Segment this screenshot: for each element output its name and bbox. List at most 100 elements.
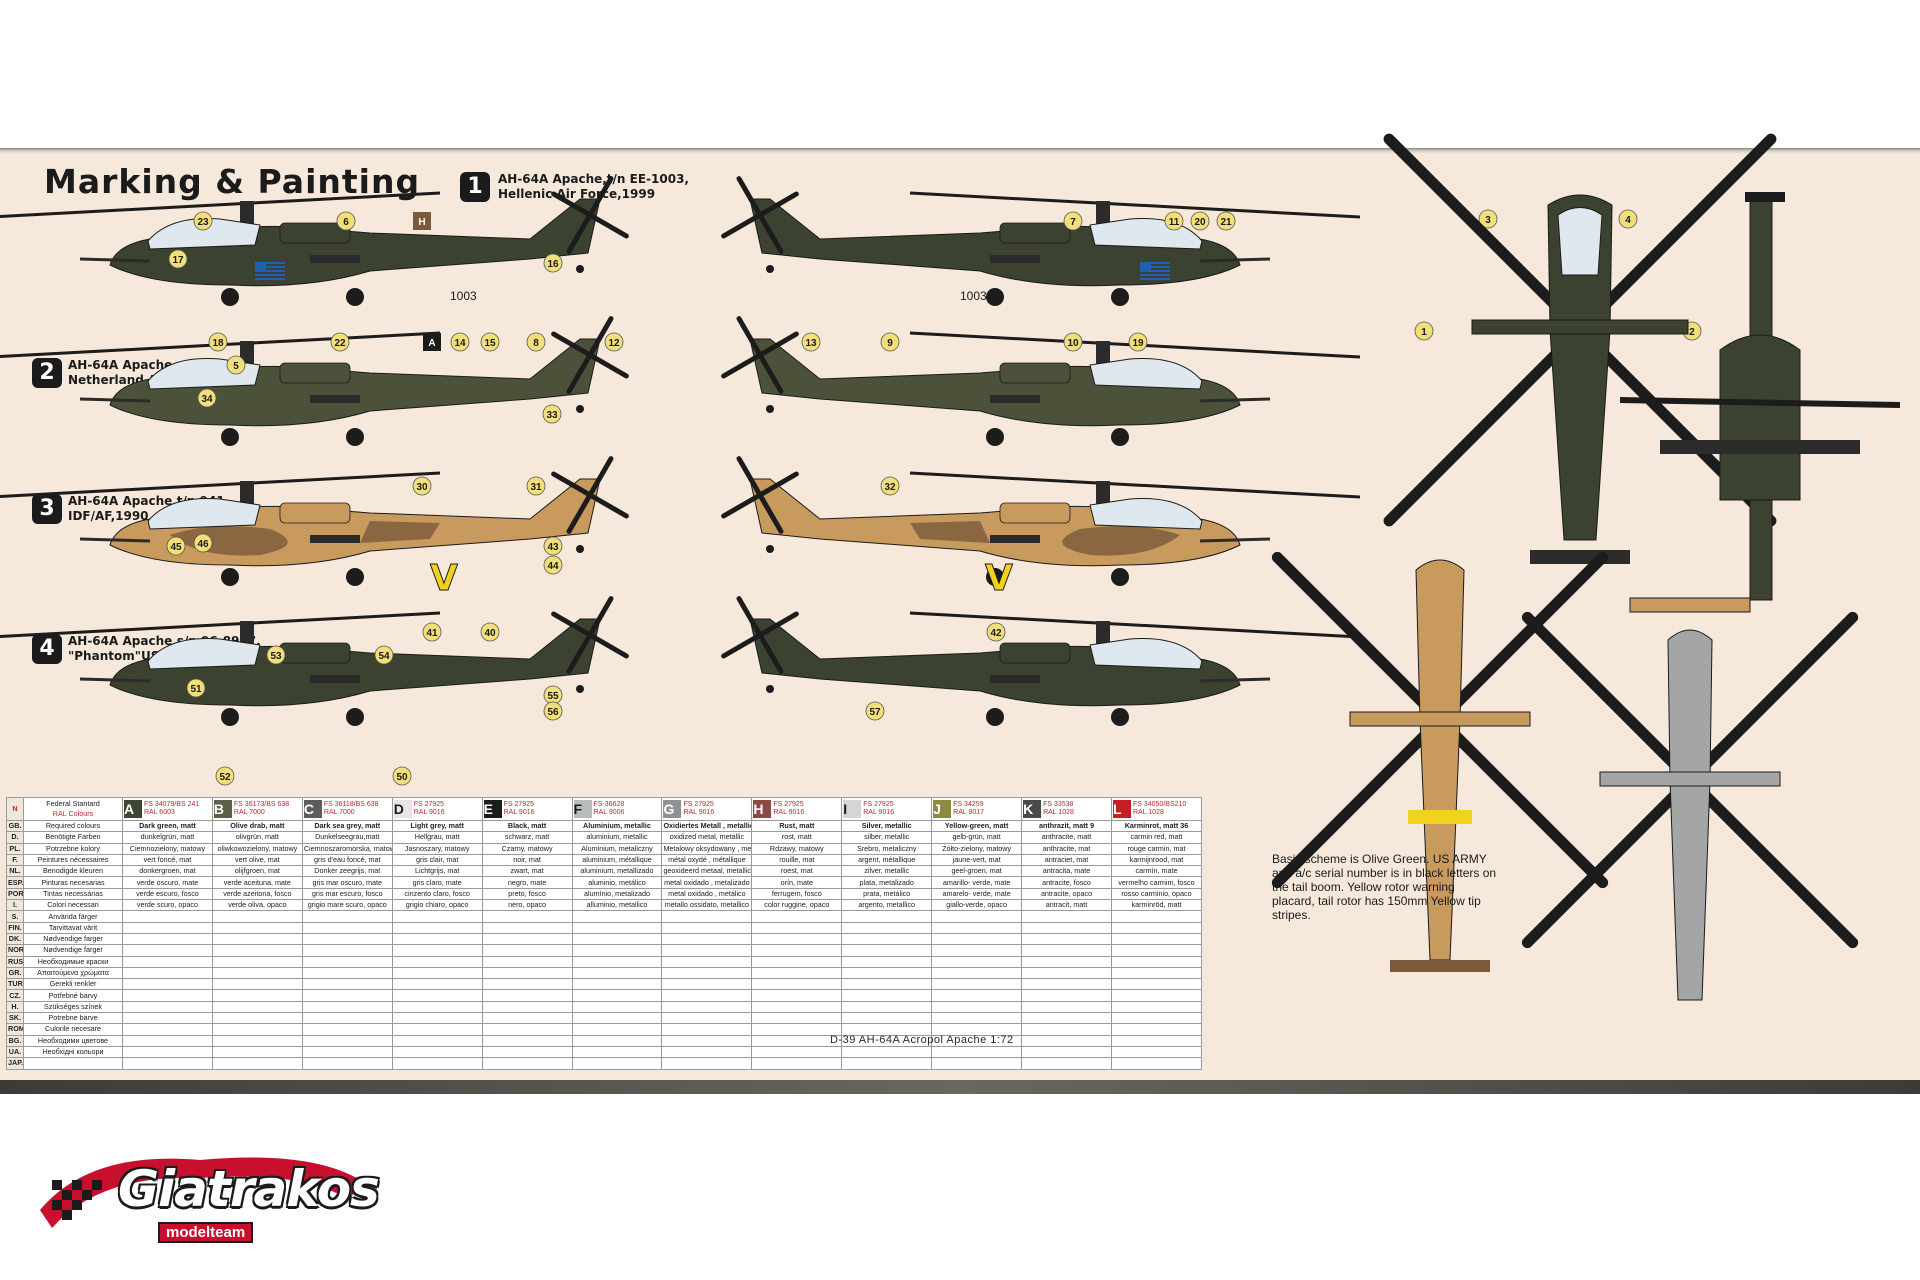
callout-circle: [166, 536, 186, 556]
color-swatch: F: [573, 800, 592, 818]
color-name-cell: [301, 955, 393, 968]
callout-label: 54: [378, 651, 390, 662]
flag-stripe: [1140, 270, 1170, 272]
callout-circle: [526, 476, 546, 496]
callout-label: 3: [1485, 215, 1491, 226]
color-name-cell: gris mar oscuro, mate: [301, 876, 393, 889]
callout-circle: [1190, 211, 1210, 231]
rotor-blade: [1684, 611, 1859, 786]
color-name-cell: [931, 1045, 1023, 1059]
color-name-cell: Żółto-zielony, matowy: [931, 842, 1023, 855]
color-name-cell: [301, 944, 393, 957]
color-name-cell: prata, metálico: [841, 887, 933, 901]
callout-circle: [543, 253, 563, 273]
color-name-cell: Ciemnoszaromorska, matowy: [301, 842, 393, 855]
color-name-cell: [841, 1045, 933, 1059]
flag-stripe: [1140, 278, 1170, 280]
color-name-cell: vermelho carmim, fosco: [1110, 876, 1203, 889]
color-name-cell: [391, 921, 483, 934]
color-name-cell: antraciet, mat: [1021, 853, 1112, 867]
callout-circle: [197, 388, 217, 408]
color-name-cell: [1110, 910, 1203, 923]
camo-patch: [1062, 526, 1180, 556]
color-name-cell: gris clair, mat: [391, 853, 483, 867]
row-label: Benodigde kleuren: [23, 865, 123, 878]
color-name-cell: [481, 955, 573, 968]
callout-marker: 13: [801, 332, 821, 352]
canopy: [1089, 358, 1203, 390]
callout-marker: 6: [336, 211, 356, 231]
stub-wing: [310, 535, 360, 543]
callout-circle: [374, 645, 394, 665]
color-name-cell: rouille, mat: [751, 853, 843, 867]
color-name-cell: [661, 978, 753, 991]
tail-wheel: [576, 265, 584, 273]
tail-rotor: [551, 456, 629, 534]
color-name-cell: preto, fosco: [481, 887, 573, 901]
color-name-cell: [301, 1045, 393, 1059]
callout-marker: 3: [1478, 209, 1498, 229]
helicopter-side-view: [0, 316, 629, 446]
color-name-cell: aluminium, métallique: [571, 853, 663, 867]
color-table-row: GR.Απαιτούμενα χρώματα: [6, 966, 1203, 980]
color-name-cell: [481, 978, 573, 991]
color-name-cell: Aluminium, metallic: [571, 819, 663, 833]
color-name-cell: argento, metallico: [841, 899, 933, 912]
color-name-cell: [122, 932, 213, 946]
color-name-cell: [751, 944, 843, 957]
callout-label: 34: [201, 394, 213, 405]
color-name-cell: [841, 1000, 933, 1014]
engine-nacelle: [279, 362, 351, 384]
color-name-cell: [211, 989, 303, 1002]
callout-circle: [168, 249, 188, 269]
color-name-cell: [301, 989, 393, 1002]
stub-wing: [310, 675, 360, 683]
color-name-cell: [301, 1012, 393, 1025]
color-swatch: K: [1023, 800, 1042, 818]
color-name-cell: [391, 1045, 483, 1059]
color-name-cell: [571, 944, 663, 957]
color-name-cell: [391, 910, 483, 923]
callout-label: 57: [869, 707, 881, 718]
color-name-cell: argent, métallique: [841, 853, 933, 867]
tail-rotor-blade: [587, 316, 614, 358]
color-name-cell: [1021, 1045, 1112, 1059]
row-label: Необходими цветове: [23, 1034, 123, 1047]
color-swatch: H: [753, 800, 772, 818]
helicopter-side-view: [721, 176, 1361, 306]
row-label: Potrebne barve: [23, 1012, 123, 1025]
color-name-cell: Ciemnozielony, matowy: [122, 842, 213, 855]
color-name-cell: verde escuro, fosco: [122, 887, 213, 901]
tail-wheel: [766, 545, 774, 553]
color-name-cell: nero, opaco: [481, 899, 573, 912]
flag-stripe: [1140, 266, 1170, 268]
color-name-cell: noir, mat: [481, 853, 573, 867]
main-rotor-blade: [0, 611, 441, 638]
color-name-cell: [751, 1000, 843, 1014]
color-name-cell: gris d'eau foncé, mat: [301, 853, 393, 867]
basic-scheme-note: Basic scheme is Olive Green. US ARMY and…: [1272, 852, 1497, 922]
color-name-cell: Yellow-green, matt: [931, 819, 1023, 833]
engine-nacelle: [999, 502, 1071, 524]
language-code: UA.: [6, 1045, 24, 1059]
color-name-cell: olivgrün, matt: [211, 831, 303, 844]
tail-rotor-blade: [736, 596, 763, 638]
callout-marker: 40: [480, 622, 500, 642]
sheet-footer: D-39 AH-64A Acropol Apache 1:72: [830, 1034, 1014, 1046]
callout-label: 6: [343, 217, 349, 228]
color-name-cell: [1021, 932, 1112, 946]
engine-nacelle: [999, 362, 1071, 384]
v-marking: V: [430, 558, 458, 599]
color-name-cell: [571, 1057, 663, 1070]
rotor-mast: [1096, 481, 1110, 505]
tail-rotor: [551, 176, 629, 254]
helicopter-side-view: [721, 456, 1361, 586]
main-wheel: [986, 288, 1004, 306]
callout-label: 46: [197, 539, 209, 550]
color-name-cell: [301, 921, 393, 934]
front-view-wings: [1660, 440, 1860, 454]
callout-label: 43: [547, 542, 559, 553]
callout-circle: [422, 622, 442, 642]
